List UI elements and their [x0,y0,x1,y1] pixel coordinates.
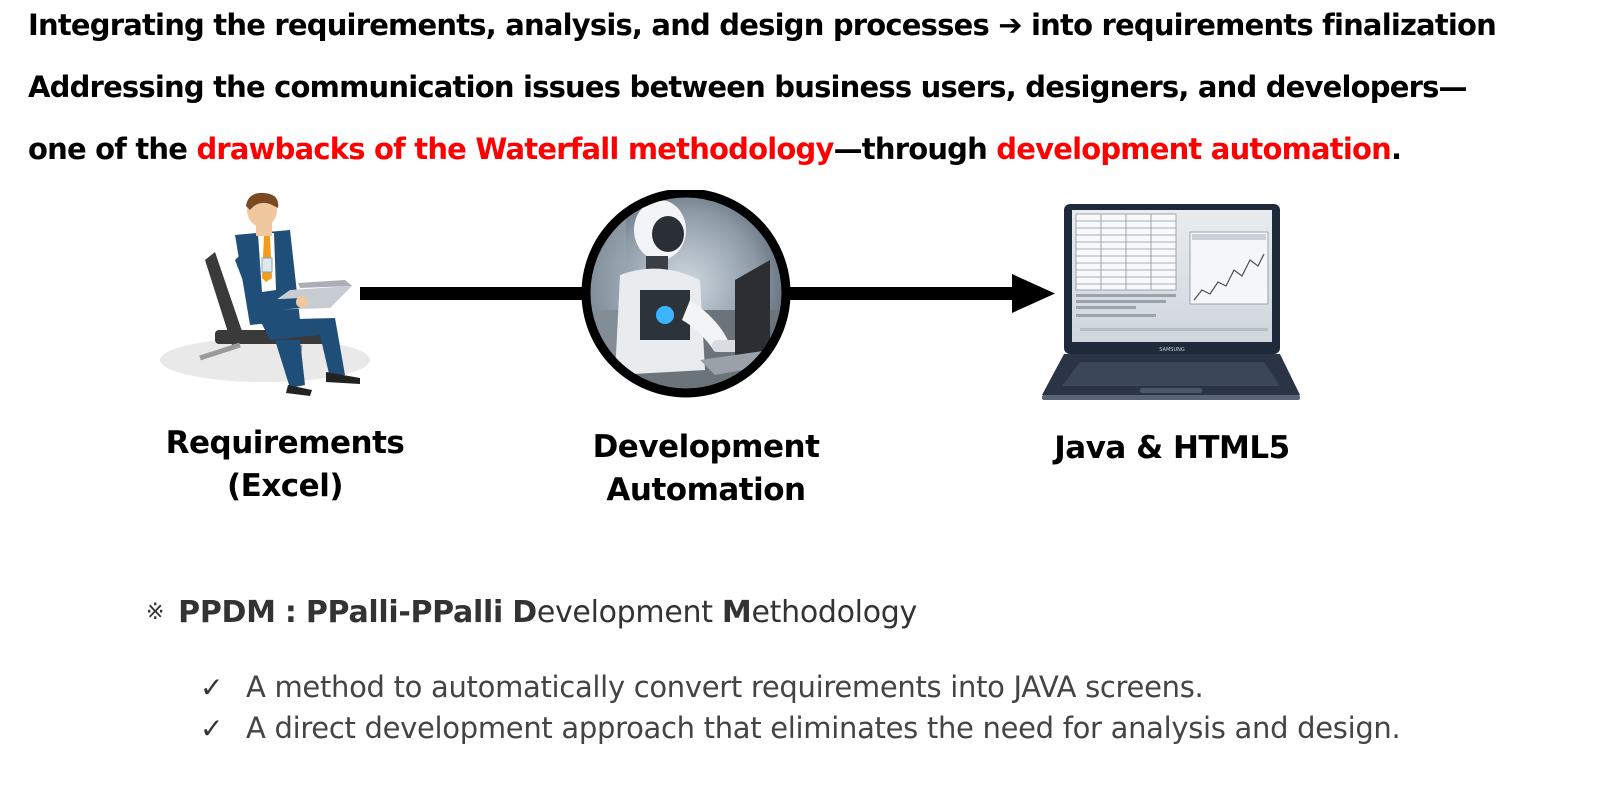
ppdm-m-initial: M [721,595,752,630]
connector-line-right [790,287,1015,300]
arrow-head [1012,274,1055,313]
highlight-waterfall-drawbacks: drawbacks of the Waterfall methodology [196,132,834,166]
headline-line-3-middle: —through [833,132,997,166]
laptop-screen-icon: SAMSUNG [1042,204,1300,400]
ppdm-separator: : [284,595,297,630]
ppdm-d-rest: evelopment [536,595,713,630]
flow-diagram: SAMSUNG Requirements (Excel) Development… [0,190,1604,530]
businessman-laptop-icon [160,192,370,396]
node-label-development-automation: Development Automation [592,429,820,508]
list-item: ✓ A method to automatically convert requi… [200,668,1400,709]
checkmark-icon: ✓ [200,671,224,704]
connector-line-left [360,287,590,300]
checklist-item-1: A method to automatically convert requir… [246,670,1204,704]
reference-mark-icon: ※ [146,600,165,625]
headline-line-3-prefix: one of the [28,132,197,166]
headline-line-1: Integrating the requirements, analysis, … [28,8,1497,42]
ppdm-note: ※ PPDM : PPalli-PPalli Development Method… [146,595,917,630]
ppdm-m-rest: ethodology [751,595,917,630]
list-item: ✓ A direct development approach that elim… [200,709,1401,750]
checklist: ✓ A method to automatically convert requi… [200,668,1401,750]
laptop-brand: SAMSUNG [1159,347,1185,353]
checklist-item-2: A direct development approach that elimi… [246,711,1401,745]
flow-diagram-graphic: SAMSUNG [160,190,1300,400]
node-label-requirements: Requirements (Excel) [165,425,405,504]
robot-laptop-icon [581,190,791,398]
node-label-java-html5: Java & HTML5 [1054,430,1290,466]
ppdm-name-part1: PPalli-PPalli [305,595,503,630]
headline: Integrating the requirements, analysis, … [28,0,1598,186]
headline-line-3: one of the drawbacks of the Waterfall me… [28,124,1598,186]
ppdm-acronym: PPDM [178,595,276,630]
headline-line-2: Addressing the communication issues betw… [28,70,1468,104]
ppdm-d-initial: D [512,595,537,630]
checkmark-icon: ✓ [200,712,224,745]
headline-line-3-suffix: . [1390,132,1402,166]
highlight-development-automation: development automation [996,132,1391,166]
